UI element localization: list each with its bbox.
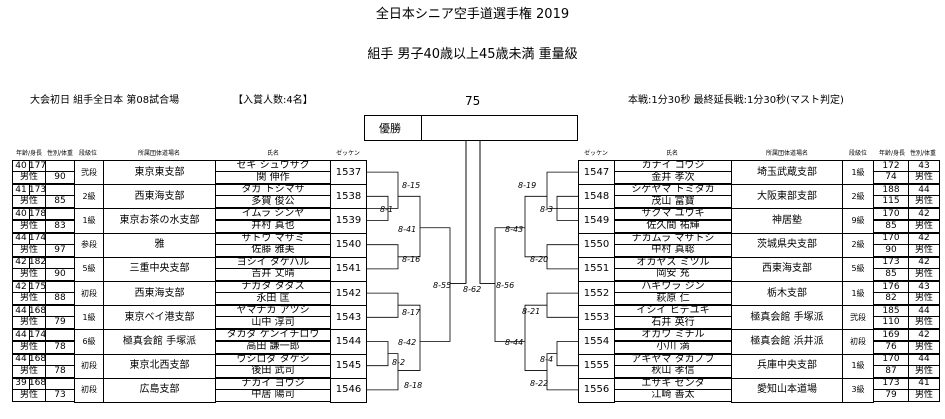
sex: 男性	[908, 267, 940, 281]
bracket-line	[556, 341, 578, 367]
champion-box	[421, 115, 578, 141]
bracket-line	[367, 353, 399, 391]
bracket-line	[546, 171, 578, 209]
match-number: 8-55	[433, 281, 451, 290]
col-sex-weight-right: 性別/体重	[909, 150, 937, 157]
bracket-line	[367, 244, 399, 270]
sex: 男性	[908, 316, 940, 330]
bracket-number: 75	[465, 94, 481, 108]
zekken-number: 1546	[330, 377, 367, 403]
sex: 男性	[908, 292, 940, 306]
match-number: 8-4	[540, 355, 553, 364]
bracket-line	[450, 141, 467, 284]
sex: 男性	[908, 171, 940, 185]
match-number: 8-2	[392, 358, 405, 367]
match-number: 8-44	[505, 338, 523, 347]
bracket-line	[398, 304, 421, 371]
match-number: 8-22	[530, 379, 548, 388]
sex: 男性	[908, 364, 940, 378]
venue-info: 大会初日 組手全日本 第08試合場	[30, 95, 180, 106]
match-number: 8-15	[402, 181, 420, 190]
match-number: 8-41	[398, 225, 416, 234]
match-number: 8-62	[463, 285, 481, 294]
sex: 男性	[908, 243, 940, 257]
match-time: 本戦:1分30秒 最終延長戦:1分30秒(マスト判定)	[628, 95, 844, 106]
bracket-line	[494, 227, 525, 342]
bracket-line	[524, 195, 547, 258]
col-age-height-left: 年齢/身長	[15, 150, 43, 157]
bracket-line	[546, 292, 578, 318]
division-title: 組手 男子40歳以上45歳未満 重量級	[367, 47, 578, 62]
match-number: 8-21	[522, 307, 540, 316]
col-zekken-left: ゼッケン	[336, 150, 360, 157]
col-club-right: 所属団体道場名	[765, 150, 808, 157]
col-rank-right: 段級位	[848, 150, 867, 157]
match-number: 8-16	[402, 255, 420, 264]
sex: 男性	[908, 340, 940, 354]
col-zekken-right: ゼッケン	[584, 150, 608, 157]
sex: 男性	[908, 388, 940, 402]
bracket-line	[367, 341, 389, 367]
match-number: 8-1	[380, 205, 393, 214]
winners-count: 【入賞人数:4名】	[233, 95, 313, 106]
match-number: 8-19	[518, 181, 536, 190]
col-name-right: 氏名	[665, 150, 678, 157]
sex: 男性	[908, 195, 940, 209]
bracket-line	[367, 195, 389, 221]
col-rank-left: 段級位	[78, 150, 97, 157]
col-name-left: 氏名	[266, 150, 279, 157]
page-title: 全日本シニア空手道選手権 2019	[375, 7, 570, 22]
match-number: 8-56	[496, 281, 514, 290]
match-number: 8-17	[402, 308, 421, 317]
match-number: 8-3	[540, 205, 553, 214]
sex: 男性	[908, 219, 940, 233]
bracket-line	[465, 141, 481, 284]
col-age-height-right: 年齢/身長	[878, 150, 906, 157]
bracket-line	[367, 171, 399, 209]
bracket-line	[524, 304, 547, 371]
bracket-line	[398, 195, 421, 258]
bracket-line	[479, 141, 495, 284]
bracket-line	[546, 244, 578, 270]
match-number: 8-42	[398, 338, 416, 347]
col-club-left: 所属団体道場名	[137, 150, 180, 157]
bracket-line	[546, 353, 578, 391]
bracket-line	[556, 195, 578, 221]
bracket-line	[367, 292, 399, 318]
col-sex-weight-left: 性別/体重	[46, 150, 74, 157]
bracket-line	[420, 227, 451, 342]
match-number: 8-43	[505, 225, 523, 234]
match-number: 8-18	[404, 381, 422, 390]
match-number: 8-20	[530, 255, 548, 264]
